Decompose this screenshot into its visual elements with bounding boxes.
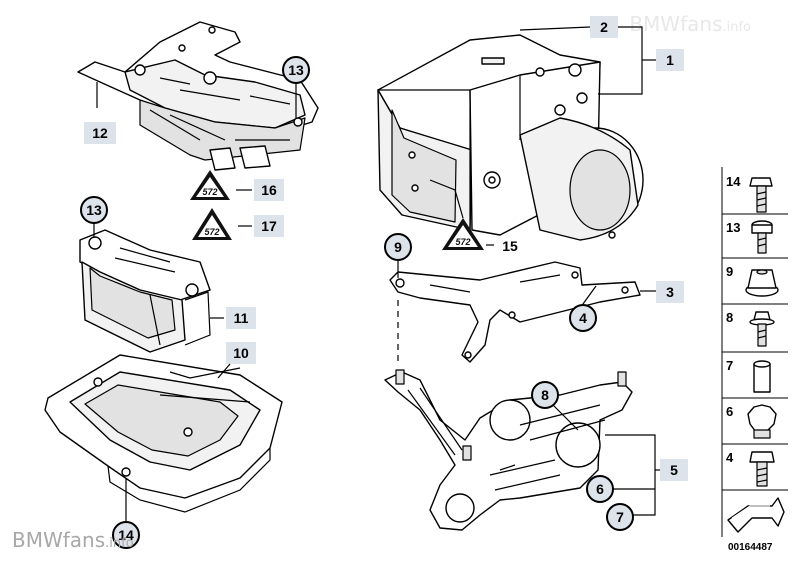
callout-6: 6 — [596, 481, 604, 497]
fastener-8-label: 8 — [726, 310, 733, 325]
callout-9: 9 — [394, 239, 402, 255]
warning-label-15-icon: 572 — [442, 218, 484, 250]
fastener-panel: 14 13 9 8 7 — [721, 167, 788, 537]
part-11-control-unit — [79, 229, 211, 353]
fastener-13-label: 13 — [726, 220, 740, 235]
shoulder-bolt-icon — [749, 311, 775, 347]
watermark-bottom: BMWfans.info — [12, 528, 134, 552]
callout-2: 2 — [600, 19, 608, 35]
sleeve-icon — [753, 360, 771, 393]
fastener-14-label: 14 — [726, 174, 741, 189]
fastener-6-label: 6 — [726, 404, 733, 419]
fastener-4-label: 4 — [726, 450, 734, 465]
part-5-lower-bracket — [384, 369, 633, 531]
fastener-7-label: 7 — [726, 358, 733, 373]
callout-1: 1 — [666, 52, 674, 68]
flange-nut-icon — [745, 269, 779, 297]
watermark-bottom-brand: BMWfans — [12, 528, 106, 552]
watermark-top-brand: BMWfans — [629, 12, 723, 36]
callout-16: 16 — [261, 182, 277, 198]
hex-bolt-icon — [749, 451, 775, 487]
part-3-bracket — [389, 261, 641, 363]
callout-14-bottom-circle — [112, 521, 140, 549]
grommet-icon — [747, 404, 777, 439]
part-12-bracket — [77, 21, 319, 171]
watermark-bottom-suffix: .info — [105, 536, 134, 551]
callout-15: 15 — [502, 238, 518, 254]
watermark-top-suffix: .info — [722, 20, 751, 35]
fastener-9-label: 9 — [726, 264, 733, 279]
watermark-top: BMWfans.info — [629, 12, 751, 36]
callout-3: 3 — [666, 284, 674, 300]
callout-10: 10 — [233, 345, 249, 361]
hex-bolt-icon — [749, 177, 773, 213]
warning-label-16-icon: 572 — [190, 170, 230, 200]
callout-7-circle — [606, 503, 634, 531]
direction-arrow-icon — [727, 497, 785, 533]
svg-text:572: 572 — [455, 237, 470, 247]
callout-13-top-circle — [282, 56, 310, 84]
warning-label-17-icon: 572 — [192, 208, 232, 240]
callout-11: 11 — [234, 310, 249, 326]
part-1-hydraulic-unit — [377, 34, 644, 241]
callout-17: 17 — [261, 218, 277, 234]
socket-head-bolt-icon — [751, 220, 773, 254]
callout-8-circle — [531, 381, 559, 409]
callout-12-box — [84, 122, 116, 144]
callout-12: 12 — [92, 125, 108, 141]
callout-6-circle — [586, 475, 614, 503]
callout-13-mid: 13 — [86, 202, 102, 218]
document-number: 00164487 — [728, 542, 773, 553]
svg-text:572: 572 — [204, 227, 219, 237]
part-10-base-plate — [44, 354, 283, 513]
callout-4-circle — [569, 304, 597, 332]
callout-13-top: 13 — [288, 62, 304, 78]
callout-5: 5 — [670, 462, 678, 478]
callout-8: 8 — [541, 387, 549, 403]
callout-4: 4 — [579, 310, 587, 326]
callout-14-bottom: 14 — [118, 527, 134, 543]
callout-7: 7 — [616, 509, 624, 525]
svg-text:572: 572 — [202, 187, 217, 197]
